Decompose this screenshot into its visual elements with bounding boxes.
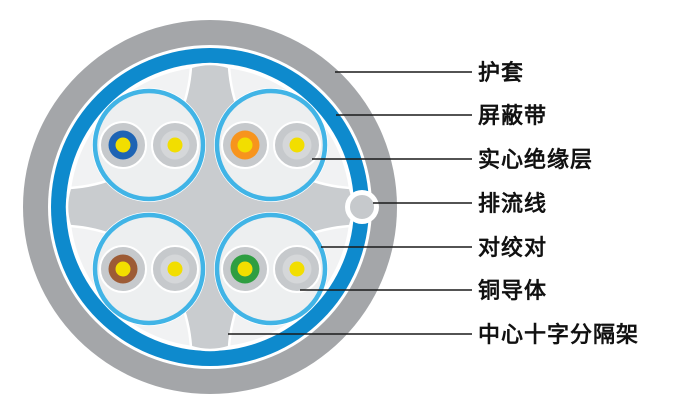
copper-conductor (115, 261, 131, 277)
twisted-pair-top-right (214, 88, 328, 202)
label-cross-separator: 中心十字分隔架 (478, 322, 639, 347)
copper-conductor (167, 137, 183, 153)
pair-ring (92, 212, 206, 326)
label-copper-conductor: 铜导体 (478, 278, 547, 303)
twisted-pair-bottom-right (214, 212, 328, 326)
copper-conductor (115, 137, 131, 153)
wire-blue (99, 121, 147, 169)
wire-green (221, 245, 269, 293)
drain-wire (345, 190, 379, 224)
callout-twisted-pair: 对绞对 (321, 235, 547, 260)
copper-conductor (237, 261, 253, 277)
wire-orange (221, 121, 269, 169)
label-drain-wire: 排流线 (478, 191, 547, 216)
copper-conductor (289, 137, 305, 153)
wire-plain (273, 121, 321, 169)
callout-copper-conductor: 铜导体 (300, 278, 547, 303)
pair-ring (92, 88, 206, 202)
copper-conductor (237, 137, 253, 153)
pair-ring (214, 88, 328, 202)
drain-wire-body (348, 193, 376, 221)
cable-cross-section (23, 20, 397, 394)
copper-conductor (289, 261, 305, 277)
label-jacket: 护套 (478, 60, 524, 85)
label-insulation: 实心绝缘层 (478, 147, 593, 172)
callout-drain-wire: 排流线 (373, 191, 547, 216)
wire-brown (99, 245, 147, 293)
wire-plain (151, 121, 199, 169)
callouts: 护套 屏蔽带 实心绝缘层 排流线 对绞对 铜导体 (228, 60, 639, 347)
twisted-pair-top-left (92, 88, 206, 202)
callout-shield-tape: 屏蔽带 (336, 103, 547, 128)
label-shield-tape: 屏蔽带 (478, 103, 547, 128)
wire-plain (151, 245, 199, 293)
callout-cross-separator: 中心十字分隔架 (228, 322, 639, 347)
callout-jacket: 护套 (335, 60, 524, 85)
callout-insulation: 实心绝缘层 (312, 147, 593, 172)
label-twisted-pair: 对绞对 (478, 235, 547, 260)
twisted-pair-bottom-left (92, 212, 206, 326)
pair-ring (214, 212, 328, 326)
wire-plain (273, 245, 321, 293)
copper-conductor (167, 261, 183, 277)
